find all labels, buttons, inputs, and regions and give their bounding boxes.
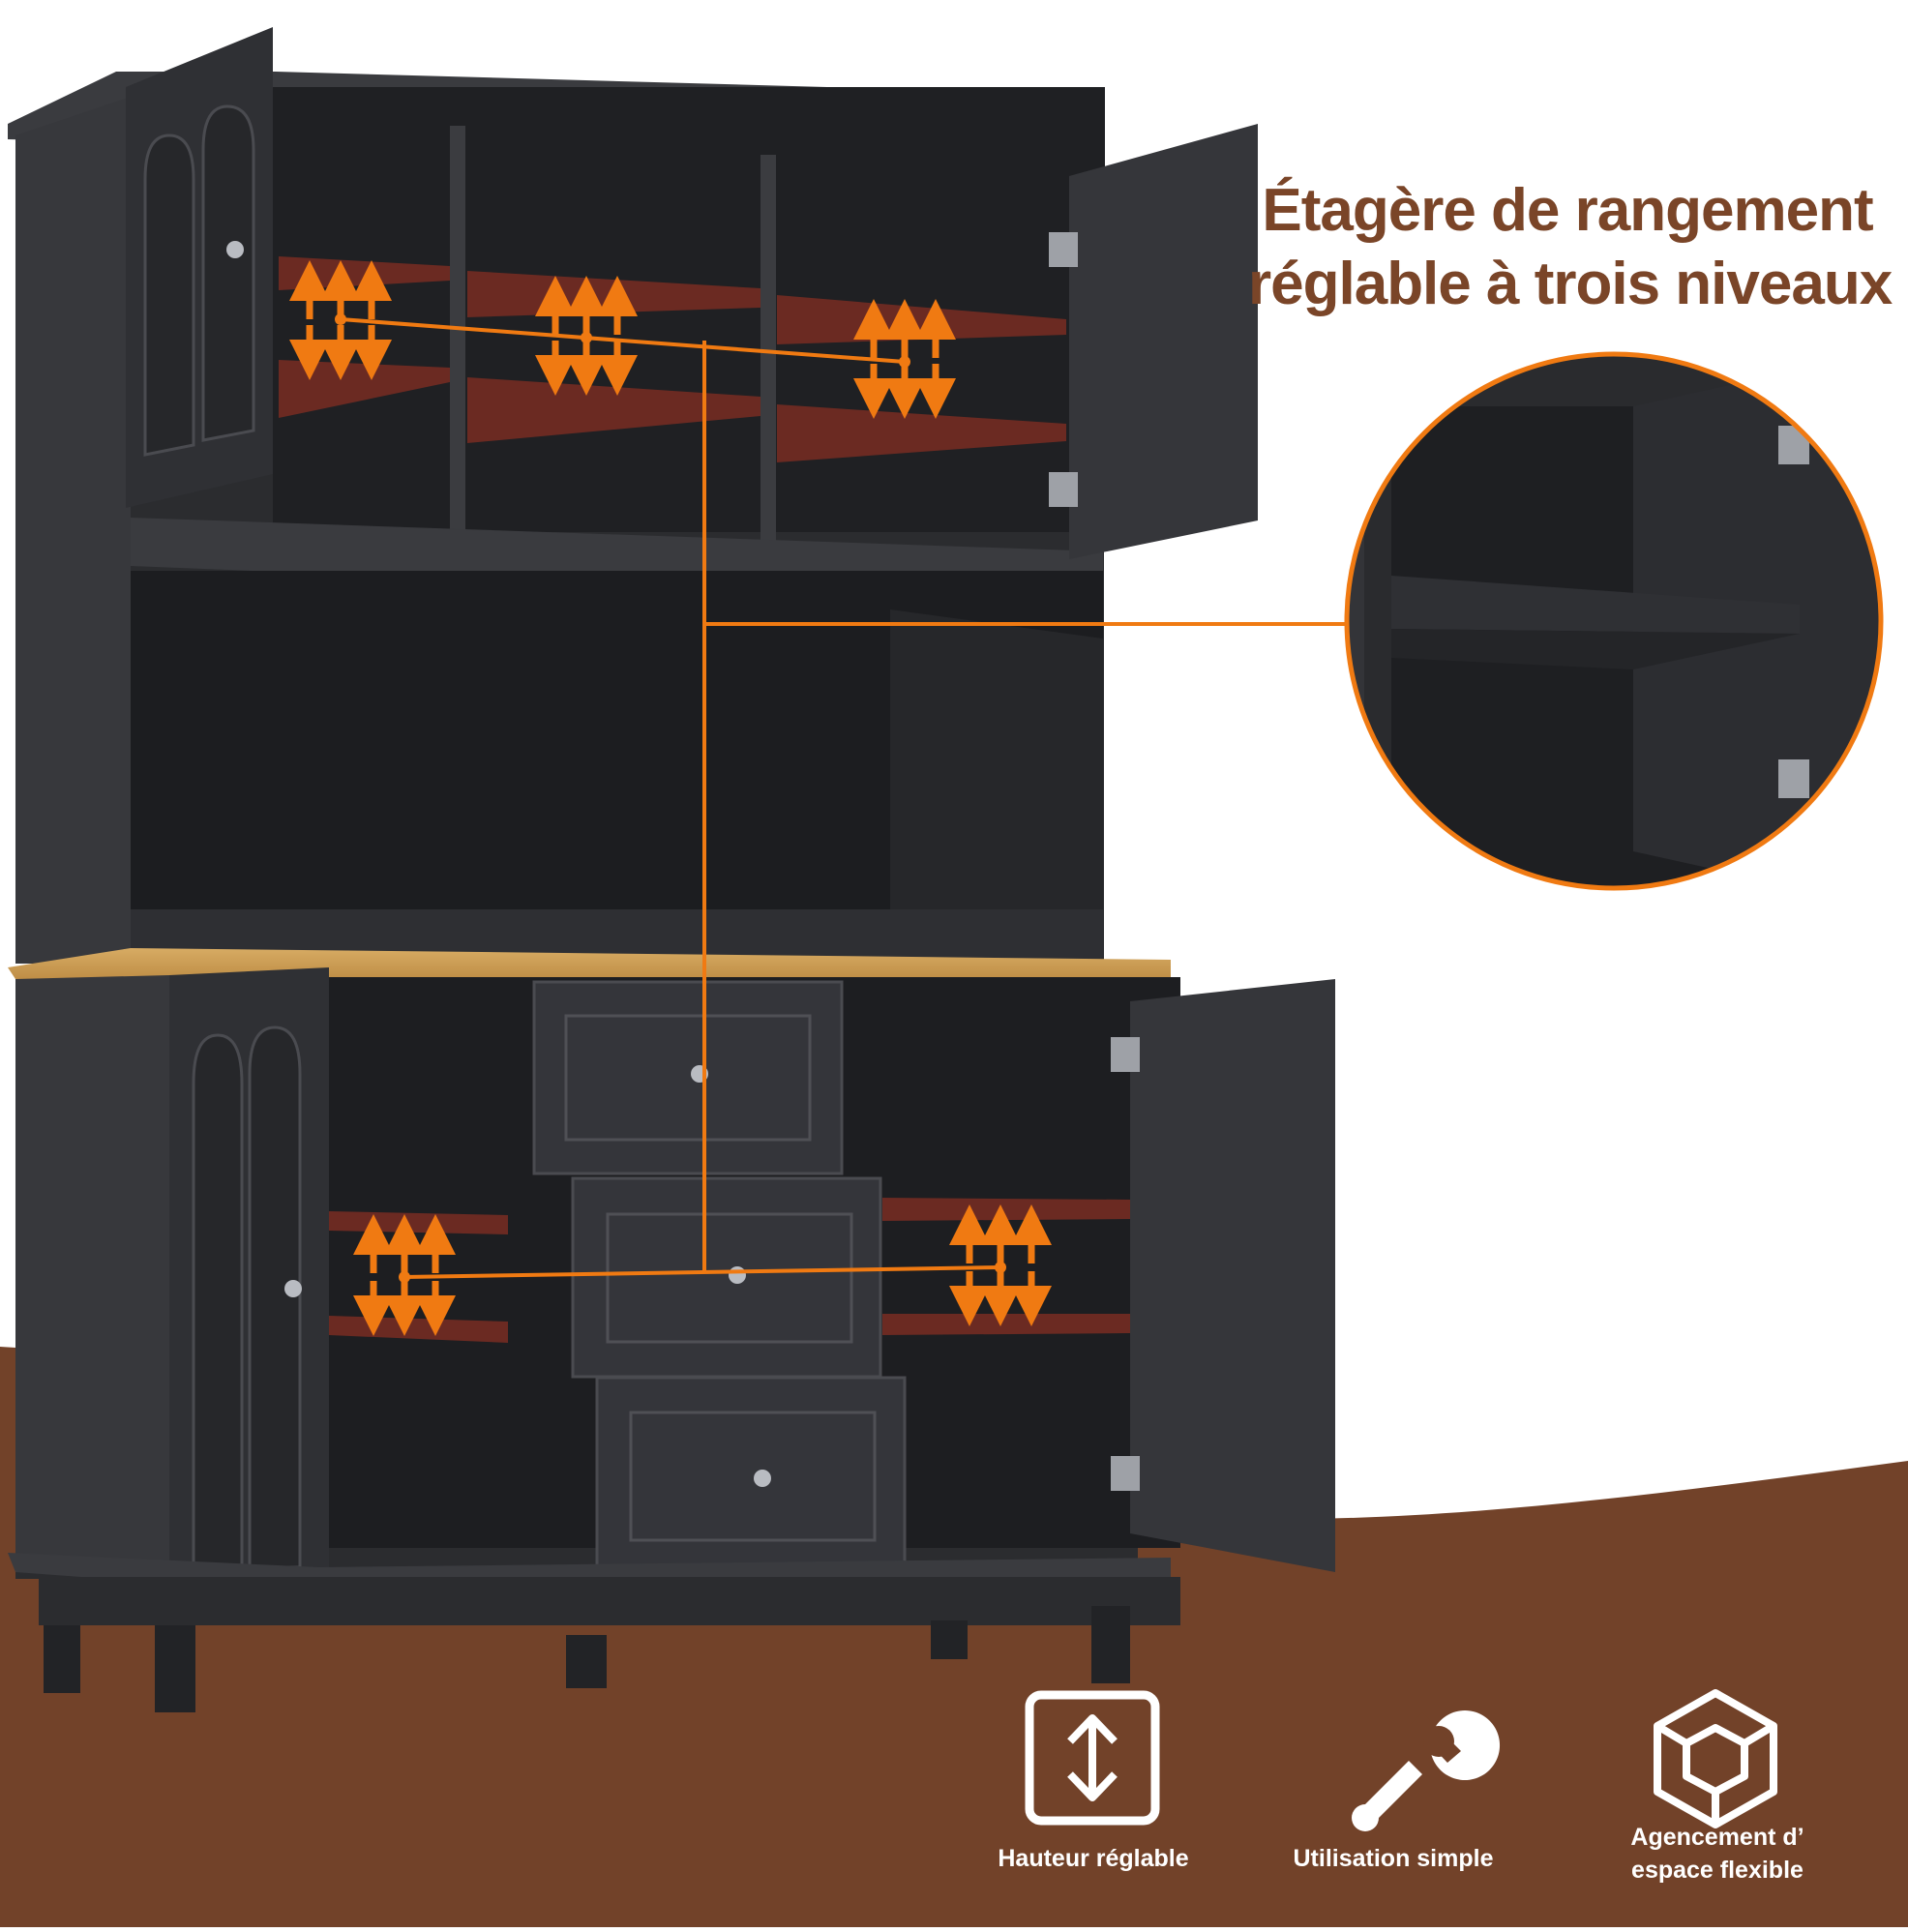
connector-lines xyxy=(340,317,1345,1279)
zoom-detail xyxy=(1344,351,1884,891)
up-down-arrow-icon xyxy=(1025,1690,1160,1826)
wrench-icon xyxy=(1352,1710,1501,1831)
feature-label-height: Hauteur réglable xyxy=(998,1845,1189,1872)
feature-label-flexible-layout-line-2: espace flexible xyxy=(1631,1857,1804,1884)
feature-label-simple-use: Utilisation simple xyxy=(1293,1845,1494,1872)
adjust-arrows xyxy=(289,260,1052,1336)
headline-line-1: Étagère de rangement xyxy=(1262,177,1873,244)
headline-line-2: réglable à trois niveaux xyxy=(1248,251,1893,317)
feature-label-flexible-layout-line-1: Agencement d’ xyxy=(1630,1824,1804,1851)
headline: Étagère de rangement réglable à trois ni… xyxy=(1248,174,1893,321)
cube-icon xyxy=(1654,1689,1777,1828)
feature-label-flexible-layout: Agencement d’ espace flexible xyxy=(1587,1821,1848,1887)
upper-hutch xyxy=(8,27,1258,964)
lower-cabinet xyxy=(8,967,1335,1712)
